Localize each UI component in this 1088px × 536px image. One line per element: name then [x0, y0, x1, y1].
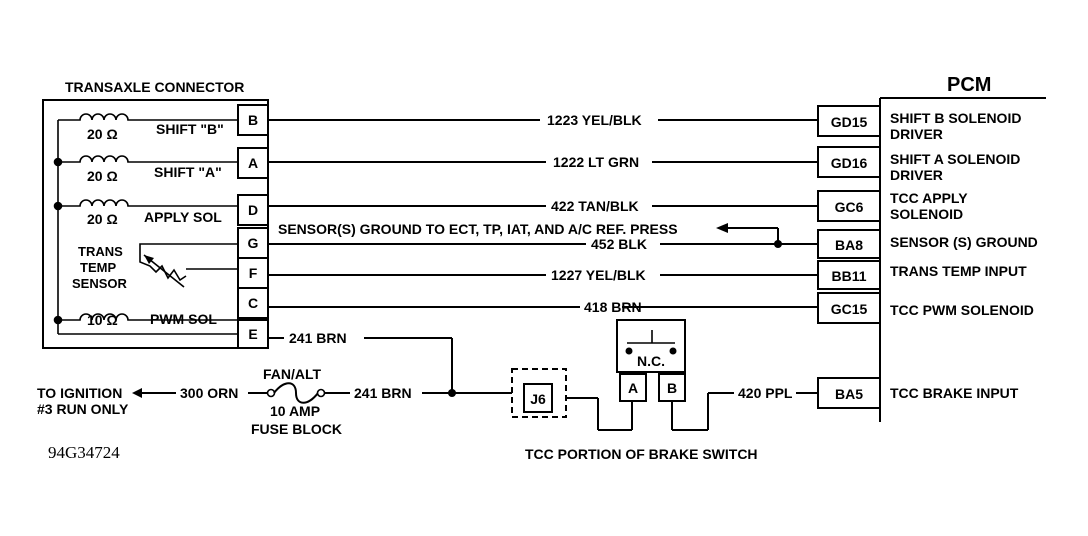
ignition-feed: TO IGNITION #3 RUN ONLY 300 ORN FAN/ALT …	[37, 366, 512, 437]
pin-label-c: C	[248, 295, 258, 311]
wire-label-300: 300 ORN	[180, 385, 238, 401]
pcm-title: PCM	[947, 74, 991, 96]
pcm-code-gc6: GC6	[835, 199, 864, 215]
coil-name-apply-sol: APPLY SOL	[144, 209, 222, 225]
pcm-label-bb11: TRANS TEMP INPUT	[890, 263, 1027, 279]
brake-switch-a-label: A	[628, 380, 638, 396]
pin-label-d: D	[248, 202, 258, 218]
fuse-block-label: FUSE BLOCK	[251, 421, 342, 437]
pin-label-g: G	[248, 235, 259, 251]
pcm-terminal-gc15	[817, 292, 881, 324]
coil-value-apply-sol: 20 Ω	[87, 211, 118, 227]
connector-pin-column: B A D G F C E	[237, 104, 269, 349]
pin-label-e: E	[248, 326, 257, 342]
wire-label-422: 422 TAN/BLK	[551, 198, 639, 214]
coil-name-pwm-sol: PWM SOL	[150, 311, 217, 327]
brake-switch-caption: TCC PORTION OF BRAKE SWITCH	[525, 446, 758, 462]
pcm-label-gc6-2: SOLENOID	[890, 206, 963, 222]
pcm-code-ba8: BA8	[835, 237, 863, 253]
wire-label-418: 418 BRN	[584, 299, 642, 315]
brake-switch-terminal-a	[619, 373, 647, 402]
pcm-code-bb11: BB11	[831, 268, 866, 284]
sensor-ground-branch: SENSOR(S) GROUND TO ECT, TP, IAT, AND A/…	[278, 221, 782, 248]
connector-pin-d	[237, 194, 269, 226]
pcm-terminal-bb11	[817, 260, 881, 290]
pcm-code-gd15: GD15	[831, 114, 868, 130]
pcm: PCM GD15 GD16 GC6 BA8 BB11 GC15 BA5 SHIF…	[817, 74, 1046, 422]
internal-common-bus	[53, 120, 238, 335]
pcm-terminal-ba8	[817, 229, 881, 259]
pcm-label-gd15-2: DRIVER	[890, 126, 943, 142]
pcm-label-gd15-1: SHIFT B SOLENOID	[890, 110, 1021, 126]
brake-switch-terminal-b	[658, 373, 686, 402]
wire-label-1227: 1227 YEL/BLK	[551, 267, 646, 283]
coil-value-pwm-sol: 10 Ω	[87, 312, 118, 328]
pcm-code-gd16: GD16	[831, 155, 868, 171]
brake-switch-nc-label: N.C.	[637, 353, 665, 369]
wire-label-420: 420 PPL	[738, 385, 793, 401]
coil-value-shift-b: 20 Ω	[87, 126, 118, 142]
sensor-label-line3: SENSOR	[72, 276, 128, 291]
splice-label: J6	[530, 391, 546, 407]
wire-label-1222: 1222 LT GRN	[553, 154, 639, 170]
splice-j6: J6	[511, 368, 633, 431]
coil-value-shift-a: 20 Ω	[87, 168, 118, 184]
pin-label-b: B	[248, 112, 258, 128]
wire-label-241-upper: 241 BRN	[289, 330, 347, 346]
wire-label-241-lower: 241 BRN	[354, 385, 412, 401]
pcm-terminal-gd15	[817, 105, 881, 137]
pin-label-a: A	[248, 155, 258, 171]
pcm-terminal-gd16	[817, 146, 881, 178]
sensor-label-line1: TRANS	[78, 244, 123, 259]
brake-switch-b-label: B	[667, 380, 677, 396]
coil-name-shift-a: SHIFT "A"	[154, 164, 222, 180]
connector-title: TRANSAXLE CONNECTOR	[65, 79, 244, 95]
pcm-label-gc15: TCC PWM SOLENOID	[890, 302, 1034, 318]
connector-pin-g	[237, 227, 269, 259]
connector-pin-a	[237, 147, 269, 179]
harness-wires	[268, 119, 818, 393]
sensor-label-line2: TEMP	[80, 260, 116, 275]
connector-pin-c	[237, 287, 269, 319]
pcm-label-ba5: TCC BRAKE INPUT	[890, 385, 1019, 401]
pcm-label-ba8: SENSOR (S) GROUND	[890, 234, 1038, 250]
solenoid-coils	[58, 113, 238, 321]
pcm-label-gc6-1: TCC APPLY	[890, 190, 968, 206]
fuse-name: FAN/ALT	[263, 366, 322, 382]
fuse-symbol	[273, 382, 319, 404]
pcm-code-ba5: BA5	[835, 386, 863, 402]
sensor-ground-note: SENSOR(S) GROUND TO ECT, TP, IAT, AND A/…	[278, 221, 678, 237]
trans-temp-sensor: TRANS TEMP SENSOR	[72, 243, 238, 291]
pcm-code-gc15: GC15	[831, 301, 868, 317]
fuse-rating: 10 AMP	[270, 403, 320, 419]
wire-label-1223: 1223 YEL/BLK	[547, 112, 642, 128]
brake-switch: N.C. A B 420 PPL TCC PORTION OF BRAKE SW…	[525, 319, 818, 462]
wire-label-452: 452 BLK	[591, 236, 647, 252]
pcm-label-gd16-1: SHIFT A SOLENOID	[890, 151, 1020, 167]
pin-label-f: F	[249, 265, 258, 281]
ignition-label-line1: TO IGNITION	[37, 385, 122, 401]
figure-code: 94G34724	[48, 443, 120, 462]
coil-name-shift-b: SHIFT "B"	[156, 121, 224, 137]
pcm-terminal-gc6	[817, 190, 881, 222]
ignition-label-line2: #3 RUN ONLY	[37, 401, 129, 417]
pcm-label-gd16-2: DRIVER	[890, 167, 943, 183]
